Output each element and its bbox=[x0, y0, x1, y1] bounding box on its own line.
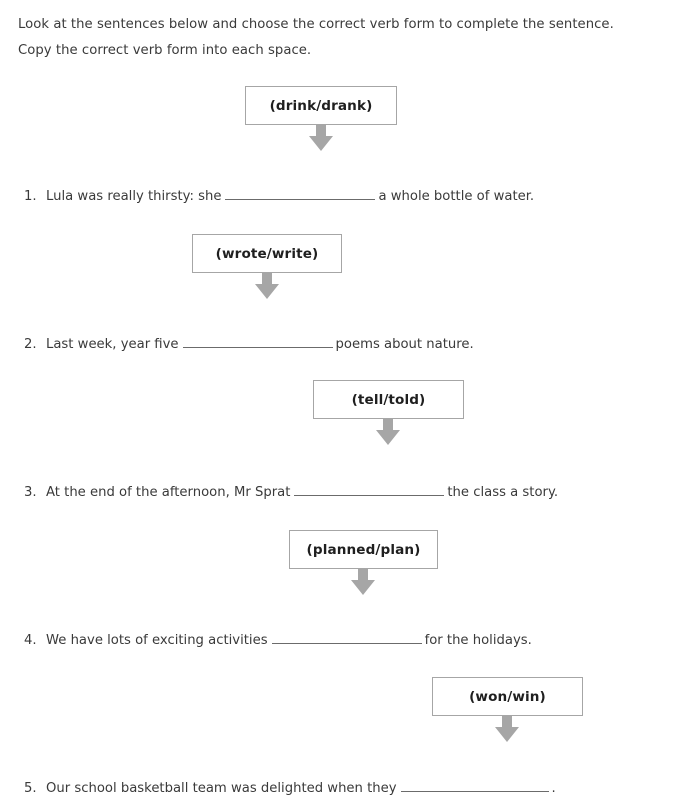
down-arrow-icon bbox=[252, 273, 282, 301]
answer-blank-5[interactable] bbox=[400, 778, 549, 792]
down-arrow-icon bbox=[492, 716, 522, 744]
down-arrow-icon bbox=[373, 419, 403, 447]
sentence-1-before: Lula was really thirsty: she bbox=[46, 189, 222, 204]
sentence-3-after: the class a story. bbox=[447, 485, 559, 500]
instructions-block: Look at the sentences below and choose t… bbox=[18, 12, 668, 64]
item-number-4: 4. bbox=[24, 633, 37, 648]
sentence-2: 2. Last week, year five poems about nature… bbox=[24, 334, 679, 355]
answer-blank-1[interactable] bbox=[225, 186, 376, 200]
answer-blank-4[interactable] bbox=[271, 630, 422, 644]
sentence-4: 4. We have lots of exciting activities for… bbox=[24, 630, 679, 651]
sentence-4-after: for the holidays. bbox=[424, 633, 532, 648]
down-arrow-icon bbox=[306, 125, 336, 153]
item-number-3: 3. bbox=[24, 485, 37, 500]
sentence-5-before: Our school basketball team was delighted… bbox=[46, 781, 397, 796]
answer-blank-3[interactable] bbox=[294, 482, 445, 496]
prompt-box-5[interactable]: (won/win) bbox=[432, 677, 583, 716]
sentence-1-after: a whole bottle of water. bbox=[378, 189, 535, 204]
sentence-2-before: Last week, year five bbox=[46, 337, 179, 352]
sentence-4-before: We have lots of exciting activities bbox=[46, 633, 268, 648]
prompt-group-3: (tell/told) bbox=[313, 380, 464, 445]
prompt-box-3[interactable]: (tell/told) bbox=[313, 380, 464, 419]
prompt-group-1: (drink/drank) bbox=[245, 86, 397, 151]
item-number-5: 5. bbox=[24, 781, 37, 796]
prompt-box-1[interactable]: (drink/drank) bbox=[245, 86, 397, 125]
item-number-2: 2. bbox=[24, 337, 37, 352]
answer-blank-2[interactable] bbox=[182, 334, 333, 348]
prompt-group-4: (planned/plan) bbox=[289, 530, 438, 595]
item-number-1: 1. bbox=[24, 189, 37, 204]
prompt-group-2: (wrote/write) bbox=[192, 234, 342, 299]
sentence-5: 5. Our school basketball team was delight… bbox=[24, 778, 679, 799]
prompt-group-5: (won/win) bbox=[432, 677, 583, 742]
instructions-line-2: Copy the correct verb form into each spa… bbox=[18, 43, 312, 58]
sentence-3-before: At the end of the afternoon, Mr Sprat bbox=[46, 485, 291, 500]
prompt-box-2[interactable]: (wrote/write) bbox=[192, 234, 342, 273]
instructions-line-1: Look at the sentences below and choose t… bbox=[18, 17, 614, 32]
down-arrow-icon bbox=[348, 569, 378, 597]
sentence-3: 3. At the end of the afternoon, Mr Sprat t… bbox=[24, 482, 679, 503]
prompt-box-4[interactable]: (planned/plan) bbox=[289, 530, 438, 569]
sentence-5-after: . bbox=[551, 781, 556, 796]
sentence-2-after: poems about nature. bbox=[335, 337, 474, 352]
sentence-1: 1. Lula was really thirsty: she a whole bo… bbox=[24, 186, 679, 207]
